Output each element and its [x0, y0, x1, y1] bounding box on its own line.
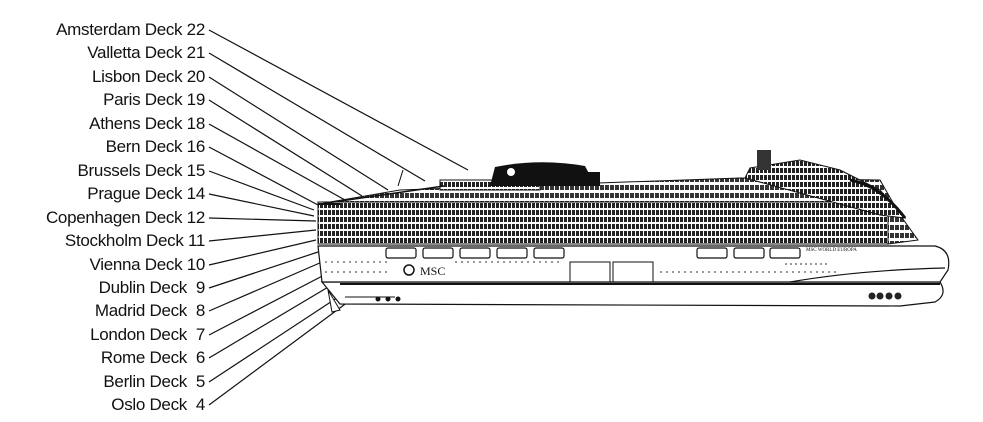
deck-label: Madrid Deck 8: [94, 301, 205, 320]
deck-label: Berlin Deck 5: [103, 372, 205, 391]
deck-label: Valletta Deck 21: [87, 43, 205, 62]
leader-line: [208, 287, 353, 383]
deck-label: Amsterdam Deck 22: [56, 20, 205, 39]
leader-line: [208, 123, 346, 201]
deck-label: Athens Deck 18: [89, 114, 205, 133]
leader-line: [208, 52, 426, 182]
leader-line: [208, 146, 319, 206]
deck-label: Stockholm Deck 11: [64, 231, 205, 250]
deck-label: Bern Deck 16: [105, 137, 206, 156]
deck-label: Vienna Deck 10: [89, 255, 205, 274]
leader-line: [208, 271, 331, 336]
deck-label: Paris Deck 19: [103, 90, 205, 109]
deck-label: Copenhagen Deck 12: [45, 208, 205, 227]
leader-line: [208, 29, 469, 171]
leader-line: [208, 251, 319, 289]
deck-label: London Deck 7: [90, 325, 205, 344]
leader-line: [208, 295, 357, 406]
superstructure: MSC MSC WORLD EUROPA: [317, 150, 919, 313]
deck-label: Oslo Deck 4: [111, 395, 205, 414]
leader-line: [208, 279, 341, 359]
leader-lines: [208, 29, 469, 406]
leader-line: [208, 261, 323, 312]
ship-name-lettering: MSC WORLD EUROPA: [806, 248, 857, 253]
deck-label: Lisbon Deck 20: [92, 67, 205, 86]
msc-logo: MSC: [420, 264, 445, 278]
leader-line: [208, 170, 315, 211]
leader-line: [208, 193, 315, 217]
leader-line: [208, 76, 389, 191]
leader-line: [208, 99, 363, 197]
deck-label: Dublin Deck 9: [98, 278, 206, 297]
msc-compass-logo-icon: [403, 264, 415, 276]
leader-line: [208, 239, 317, 266]
leader-line: [208, 217, 317, 222]
deck-label: Brussels Deck 15: [77, 161, 206, 180]
leader-line: [208, 229, 317, 242]
deck-label: Rome Deck 6: [100, 348, 205, 367]
deck-label: Prague Deck 14: [87, 184, 205, 203]
